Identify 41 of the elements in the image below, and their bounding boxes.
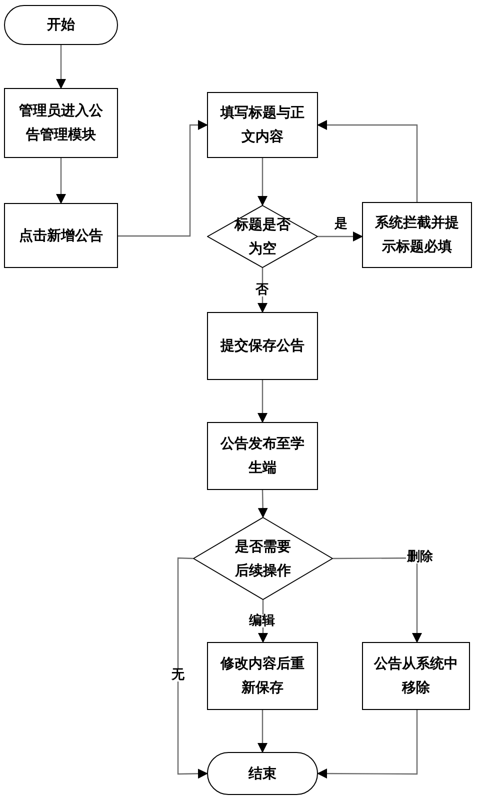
- terminal-shape: [4, 5, 118, 45]
- node-text: 公告从系统中移除: [372, 655, 459, 698]
- arrow: [258, 158, 268, 206]
- decision-diamond: [193, 517, 333, 600]
- arrow: [56, 45, 66, 89]
- process-box: [207, 92, 318, 158]
- process-box: [207, 422, 318, 490]
- decision-diamond: [207, 205, 318, 268]
- arrow: [118, 120, 208, 237]
- process-box: [4, 88, 118, 158]
- arrow: [258, 380, 268, 423]
- edge-label: 是: [334, 218, 348, 230]
- node-text: 填写标题与正文内容: [219, 104, 306, 147]
- edge-label: 否: [254, 284, 270, 296]
- node-text: 公告发布至学生端: [219, 435, 306, 478]
- node-text: 系统拦截并提示标题必填: [374, 214, 460, 257]
- arrow: [333, 557, 422, 643]
- node-text: 是否需要后续操作: [234, 538, 292, 580]
- node-text: 结束: [247, 764, 278, 784]
- terminal-shape: [207, 752, 318, 795]
- edge-label: 无: [170, 668, 186, 682]
- node-text: 标题是否为空: [233, 216, 292, 258]
- process-box: [207, 642, 318, 710]
- process-box: [362, 202, 472, 268]
- node-text: 点击新增公告: [18, 226, 104, 246]
- process-box: [362, 642, 470, 710]
- arrow: [56, 158, 66, 204]
- arrow: [317, 710, 418, 779]
- node-text: 管理员进入公告管理模块: [18, 102, 104, 145]
- process-box: [207, 312, 318, 380]
- edge-label: 编辑: [248, 614, 276, 628]
- arrow: [317, 120, 418, 202]
- arrow: [258, 710, 268, 753]
- arrow: [258, 490, 268, 518]
- process-box: [4, 203, 118, 268]
- arrow: [177, 557, 208, 779]
- node-text: 修改内容后重新保存: [219, 654, 306, 698]
- edge-label: 删除: [406, 550, 434, 564]
- arrow: [318, 232, 363, 242]
- node-text: 提交保存公告: [219, 336, 306, 356]
- node-text: 开始: [46, 16, 76, 35]
